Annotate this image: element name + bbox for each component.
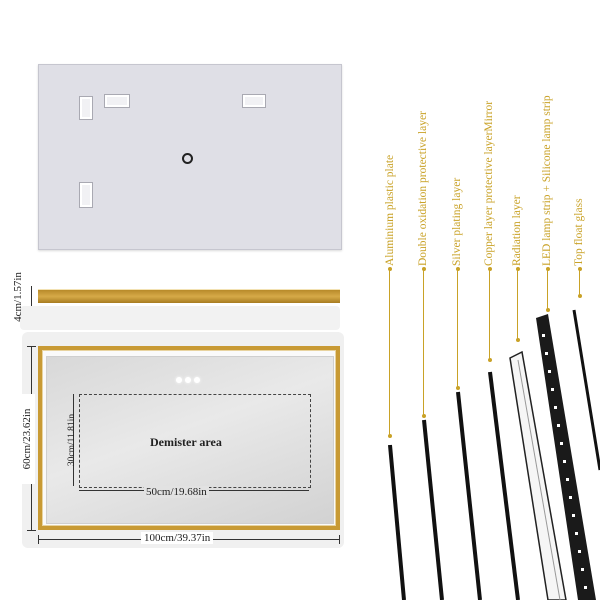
layer-strip-oxidation: [422, 419, 444, 600]
layer-marker: [546, 308, 550, 312]
layer-strip-aluminium: [388, 444, 406, 600]
mirror-side-profile: [38, 289, 340, 303]
layer-leader-line: [389, 268, 390, 436]
layer-marker: [388, 434, 392, 438]
demister-area-label: Demister area: [150, 435, 222, 449]
power-connector-icon: [182, 153, 193, 164]
thickness-dimension-line: [31, 286, 32, 306]
layer-marker: [546, 267, 550, 271]
layer-marker: [456, 267, 460, 271]
wall-bracket: [242, 94, 266, 108]
touch-sensor-icon: [194, 377, 200, 383]
layer-leader-line: [547, 268, 548, 310]
layer-marker: [488, 267, 492, 271]
layer-strip-silver: [456, 391, 482, 600]
layer-label-led-strip: LED lamp strip + Silicone lamp strip: [541, 95, 553, 266]
wall-bracket: [104, 94, 130, 108]
layer-label-top-glass: Top float glass: [573, 198, 585, 266]
led-lamp-dots: [542, 334, 587, 589]
demister-height-label: 30cm/11.81in: [67, 413, 77, 467]
width-label: 100cm/39.37in: [141, 532, 214, 544]
thickness-label: 4cm/1.57in: [12, 272, 24, 322]
layer-label-radiation: Radiation layer: [511, 195, 523, 266]
radiation-inner-edge: [517, 359, 561, 600]
layer-strip-top-glass: [572, 309, 600, 471]
height-label: 60cm/23.62in: [21, 394, 35, 484]
profile-shadow: [20, 306, 340, 330]
layer-marker: [388, 267, 392, 271]
layer-label-aluminium: Aluminium plastic plate: [384, 154, 396, 266]
layer-marker: [516, 338, 520, 342]
height-dimension-tick: [27, 346, 36, 347]
layer-leader-line: [517, 268, 518, 340]
layer-marker: [488, 358, 492, 362]
layer-label-copper-mirror: Copper layer protective layerMirror: [483, 100, 495, 266]
layer-marker: [456, 386, 460, 390]
height-dimension-tick: [27, 530, 36, 531]
layer-leader-line: [457, 268, 458, 388]
layer-marker: [578, 267, 582, 271]
exploded-layers-illustration: [388, 309, 600, 600]
layer-leader-line: [489, 268, 490, 360]
width-dimension-tick: [38, 535, 39, 544]
wall-bracket: [79, 182, 93, 208]
layer-strip-led: [536, 314, 596, 600]
layer-marker: [422, 267, 426, 271]
layer-leader-line: [423, 268, 424, 416]
layer-label-silver-plating: Silver plating layer: [451, 177, 463, 266]
demister-width-label: 50cm/19.68in: [144, 486, 209, 498]
wall-bracket: [79, 96, 93, 120]
layer-marker: [578, 294, 582, 298]
layer-marker: [516, 267, 520, 271]
touch-sensor-icon: [176, 377, 182, 383]
layer-marker: [422, 414, 426, 418]
layer-label-double-oxidation: Double oxidation protective layer: [417, 111, 429, 266]
demister-height-line: [73, 394, 74, 486]
layer-leader-line: [579, 268, 580, 296]
width-dimension-tick: [339, 535, 340, 544]
layer-strip-copper: [488, 371, 520, 600]
touch-sensor-icon: [185, 377, 191, 383]
